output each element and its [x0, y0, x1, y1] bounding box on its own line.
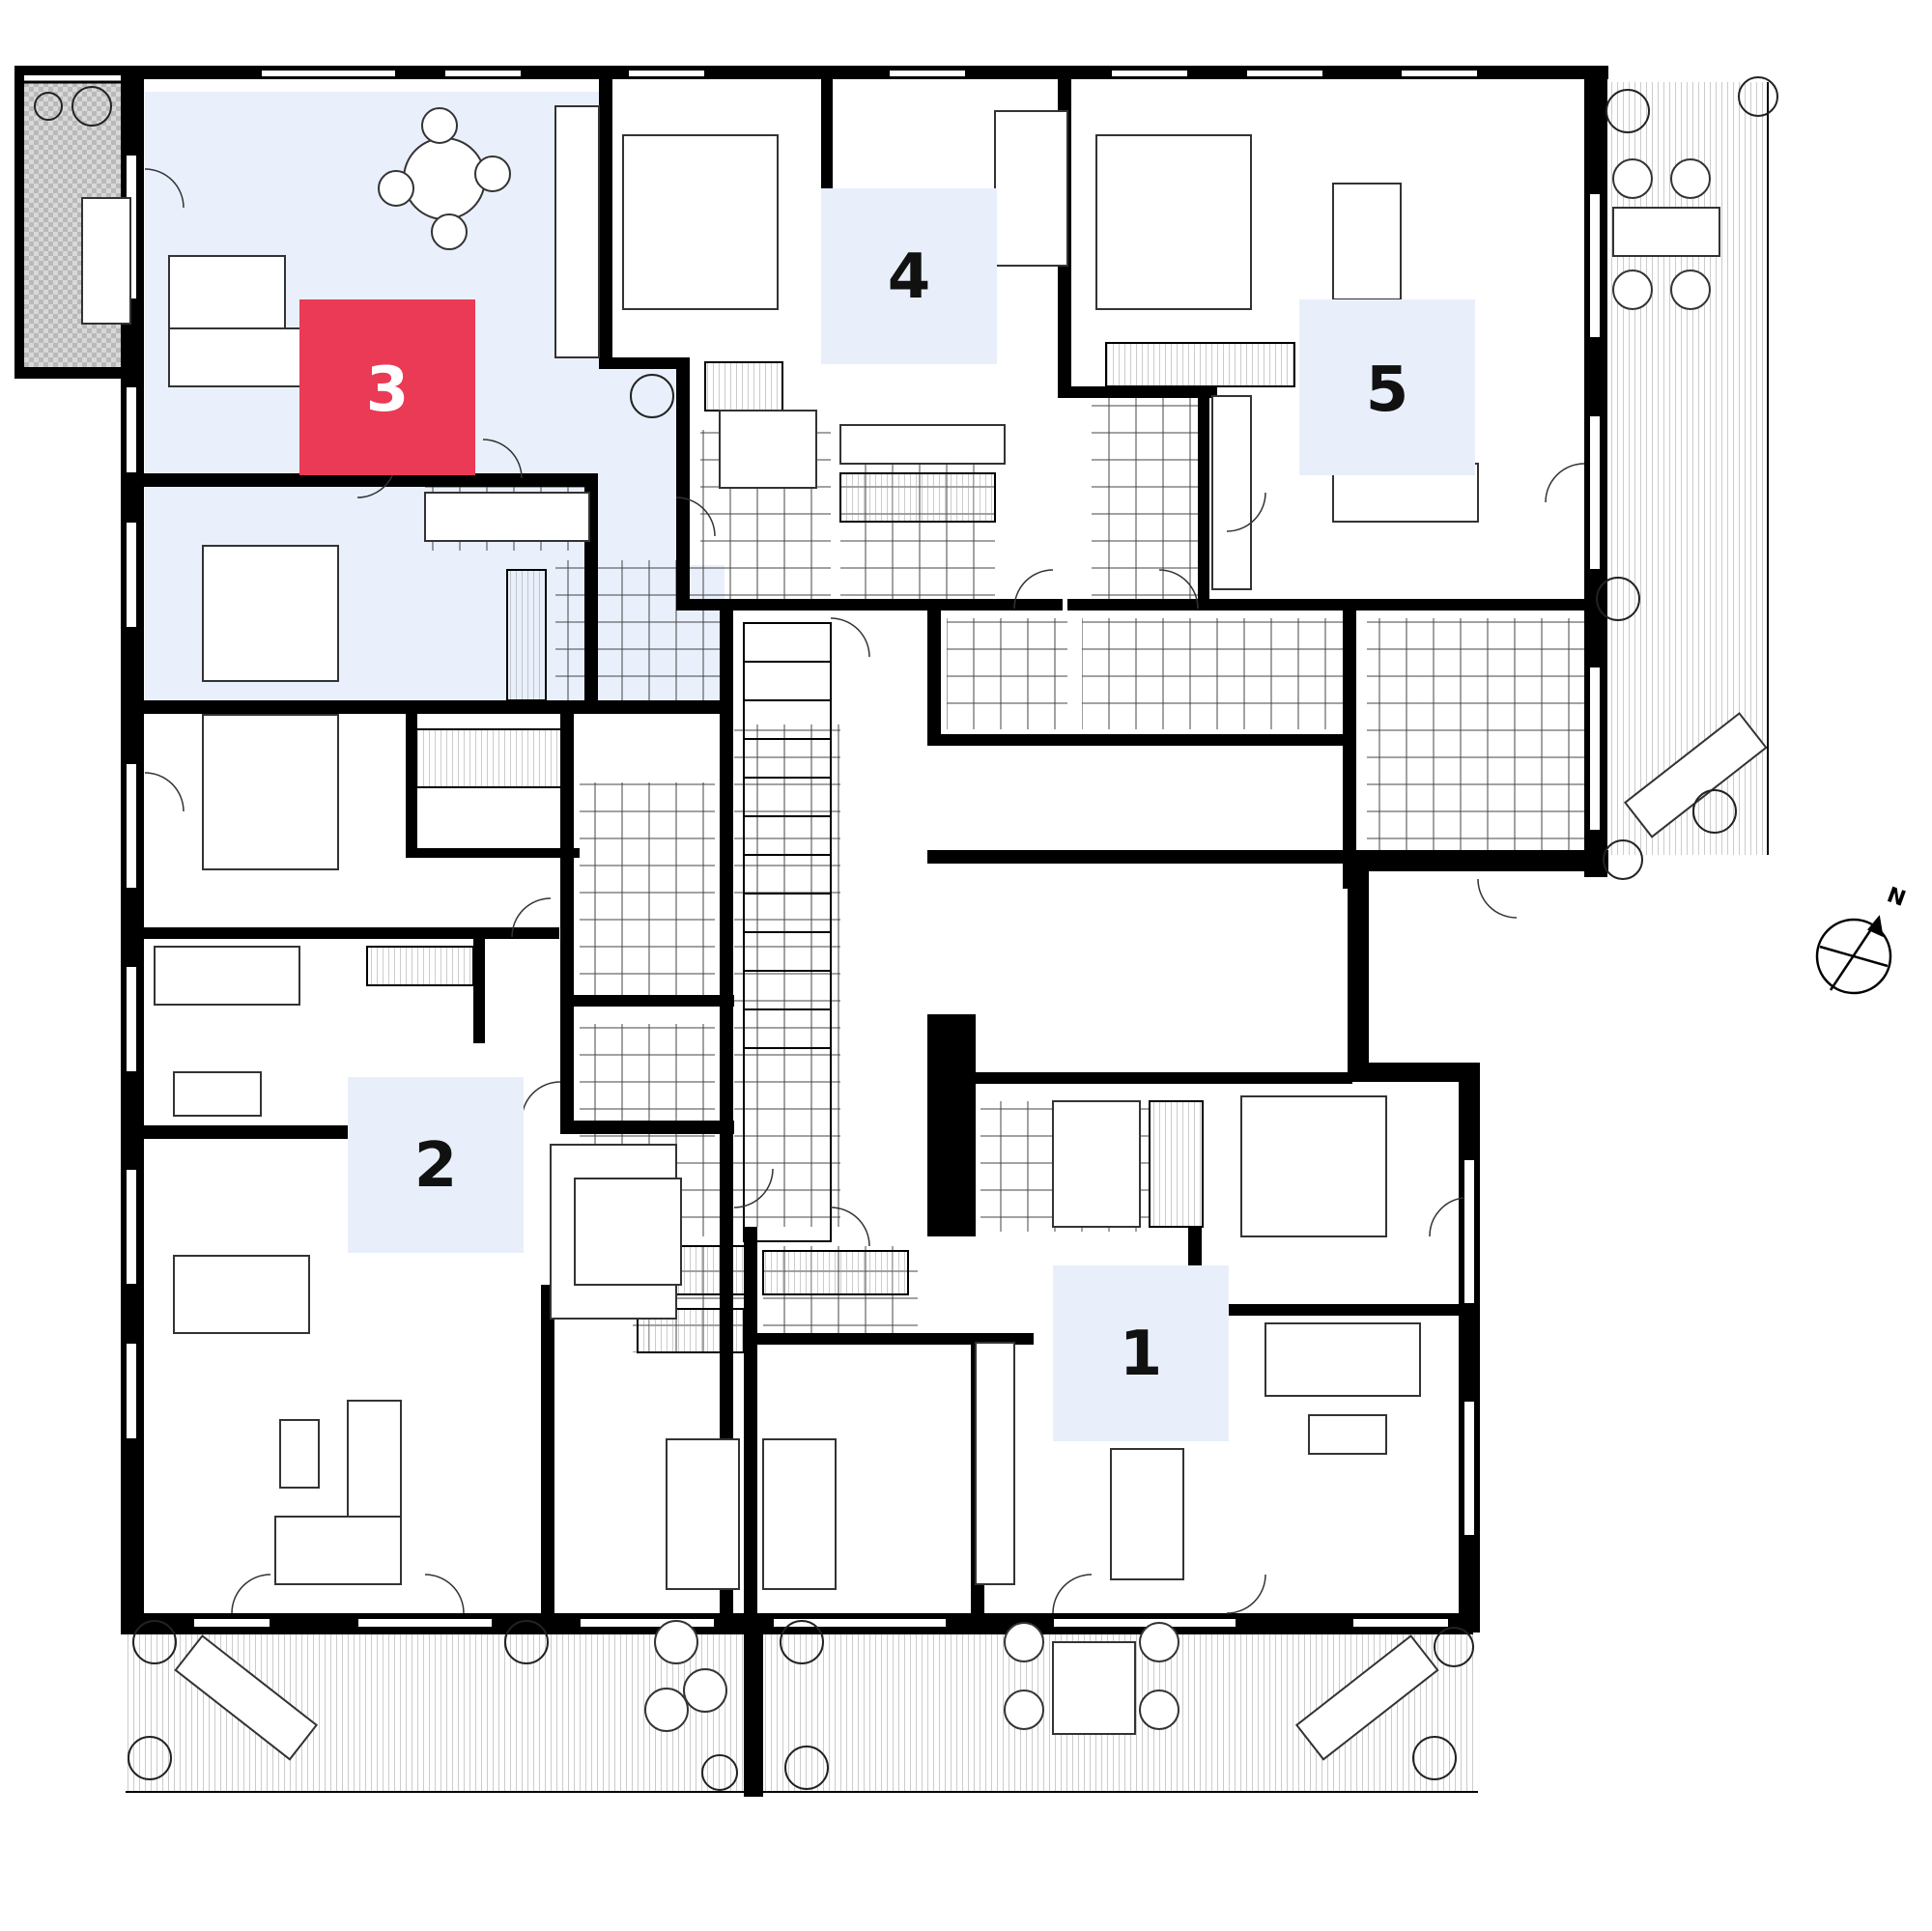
bathtub-u4: [719, 410, 817, 489]
kitchen-u1: [975, 1342, 1015, 1585]
unit-number-1: 1: [1120, 1319, 1163, 1390]
unit-label-5[interactable]: 5: [1299, 299, 1475, 475]
unit-number-2: 2: [414, 1130, 458, 1202]
bed-u1-a: [1240, 1095, 1387, 1237]
dining-u2: [173, 1255, 310, 1334]
bed-u4: [622, 134, 779, 310]
north-label: N: [1884, 883, 1909, 912]
sofa-u1: [1264, 1322, 1421, 1397]
unit-number-5: 5: [1366, 355, 1409, 426]
kitchen-u3: [554, 105, 600, 358]
furniture: [81, 105, 1720, 1735]
tiled-areas: [425, 396, 1594, 1352]
unit-label-4[interactable]: 4: [821, 188, 997, 364]
plants: [34, 76, 1778, 1791]
bed-u5: [1095, 134, 1252, 310]
unit-label-2[interactable]: 2: [348, 1077, 524, 1253]
dining-u1: [1110, 1448, 1184, 1580]
dining-table-u3: [403, 137, 486, 220]
unit-number-3: 3: [366, 355, 410, 426]
unit-label-3[interactable]: 3: [299, 299, 475, 475]
bed-u1-b: [762, 1438, 837, 1590]
unit-number-4: 4: [888, 241, 931, 313]
windows: [125, 69, 1602, 1629]
terrace-furniture: [174, 158, 1768, 1761]
bed-u3: [202, 545, 339, 682]
interior-walls: [144, 79, 1594, 1623]
stairwell: [743, 622, 832, 1242]
north-arrow-icon: [1815, 915, 1892, 995]
bed-u2-a: [202, 714, 339, 870]
unit-label-1[interactable]: 1: [1053, 1265, 1229, 1441]
terrace-table-u1: [1052, 1641, 1136, 1735]
bed-u2-b: [666, 1438, 740, 1590]
